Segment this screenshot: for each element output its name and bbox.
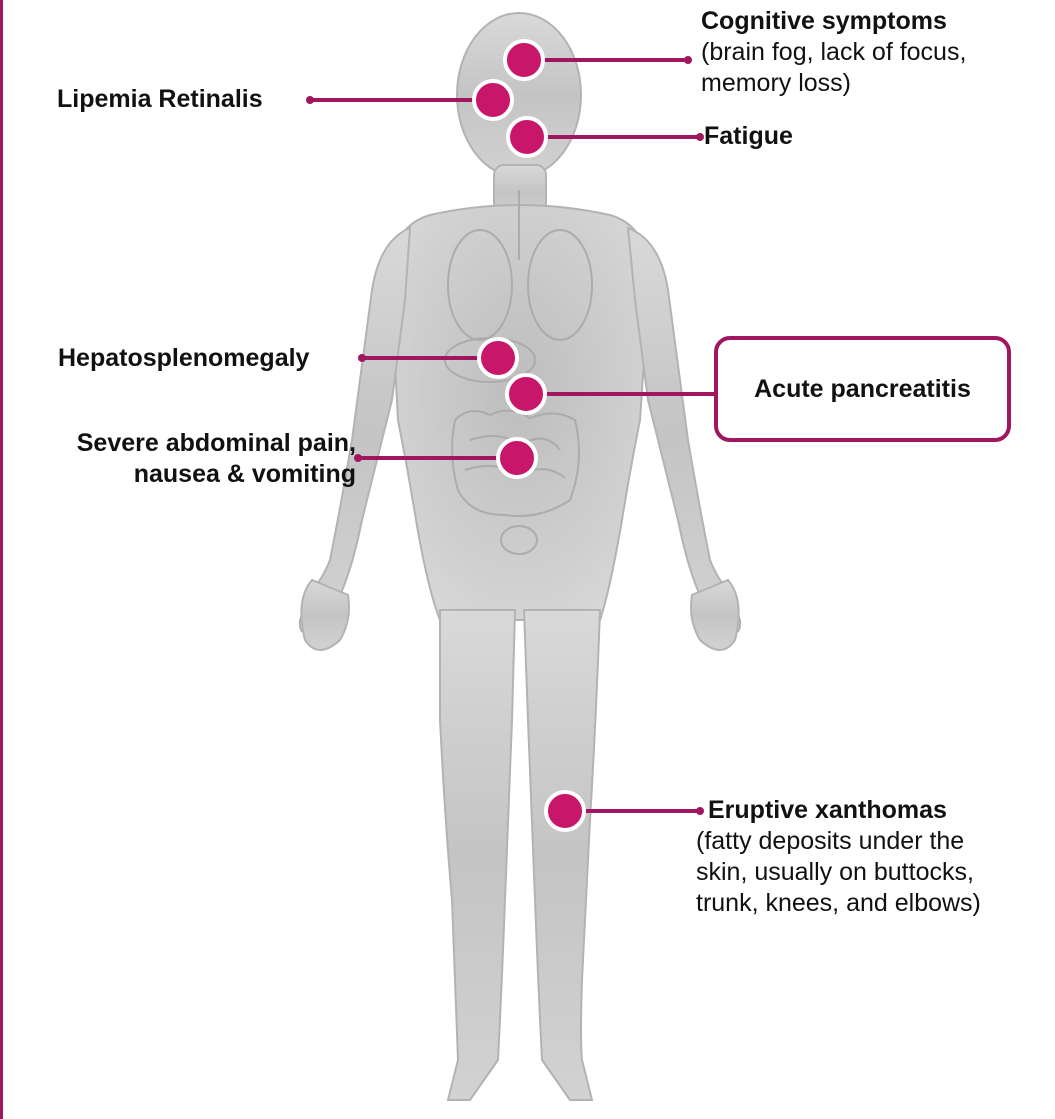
marker-fatigue (508, 118, 546, 156)
label-abdominal-line-2: nausea & vomiting (10, 459, 356, 490)
label-cognitive-detail-1: (brain fog, lack of focus, (701, 37, 1041, 68)
label-xanthomas-detail-3: trunk, knees, and elbows) (696, 888, 1048, 919)
right-leg-shape (524, 610, 600, 1100)
label-pancreatitis-title: Acute pancreatitis (754, 375, 971, 404)
marker-xanthomas (546, 792, 584, 830)
human-silhouette (300, 13, 740, 1100)
label-abdominal: Severe abdominal pain, nausea & vomiting (10, 428, 356, 490)
label-cognitive-detail-2: memory loss) (701, 68, 1041, 99)
marker-abdominal (498, 439, 536, 477)
label-pancreatitis-box: Acute pancreatitis (714, 336, 1011, 442)
label-xanthomas-title: Eruptive xanthomas (708, 795, 1048, 826)
left-leg-shape (440, 610, 515, 1100)
marker-pancreatitis (507, 375, 545, 413)
label-xanthomas: Eruptive xanthomas (fatty deposits under… (708, 795, 1048, 919)
marker-lipemia (474, 81, 512, 119)
marker-hepatosplenomegaly (479, 339, 517, 377)
label-xanthomas-detail-2: skin, usually on buttocks, (696, 857, 1048, 888)
label-fatigue-title: Fatigue (704, 121, 864, 152)
label-hepatosplenomegaly-title: Hepatosplenomegaly (58, 343, 358, 374)
label-abdominal-line-1: Severe abdominal pain, (10, 428, 356, 459)
label-xanthomas-detail-1: (fatty deposits under the (696, 826, 1048, 857)
label-fatigue: Fatigue (704, 121, 864, 152)
label-hepatosplenomegaly: Hepatosplenomegaly (58, 343, 358, 374)
marker-cognitive (505, 41, 543, 79)
label-lipemia: Lipemia Retinalis (57, 84, 307, 115)
label-lipemia-title: Lipemia Retinalis (57, 84, 307, 115)
label-cognitive: Cognitive symptoms (brain fog, lack of f… (701, 6, 1041, 99)
label-cognitive-title: Cognitive symptoms (701, 6, 1041, 37)
